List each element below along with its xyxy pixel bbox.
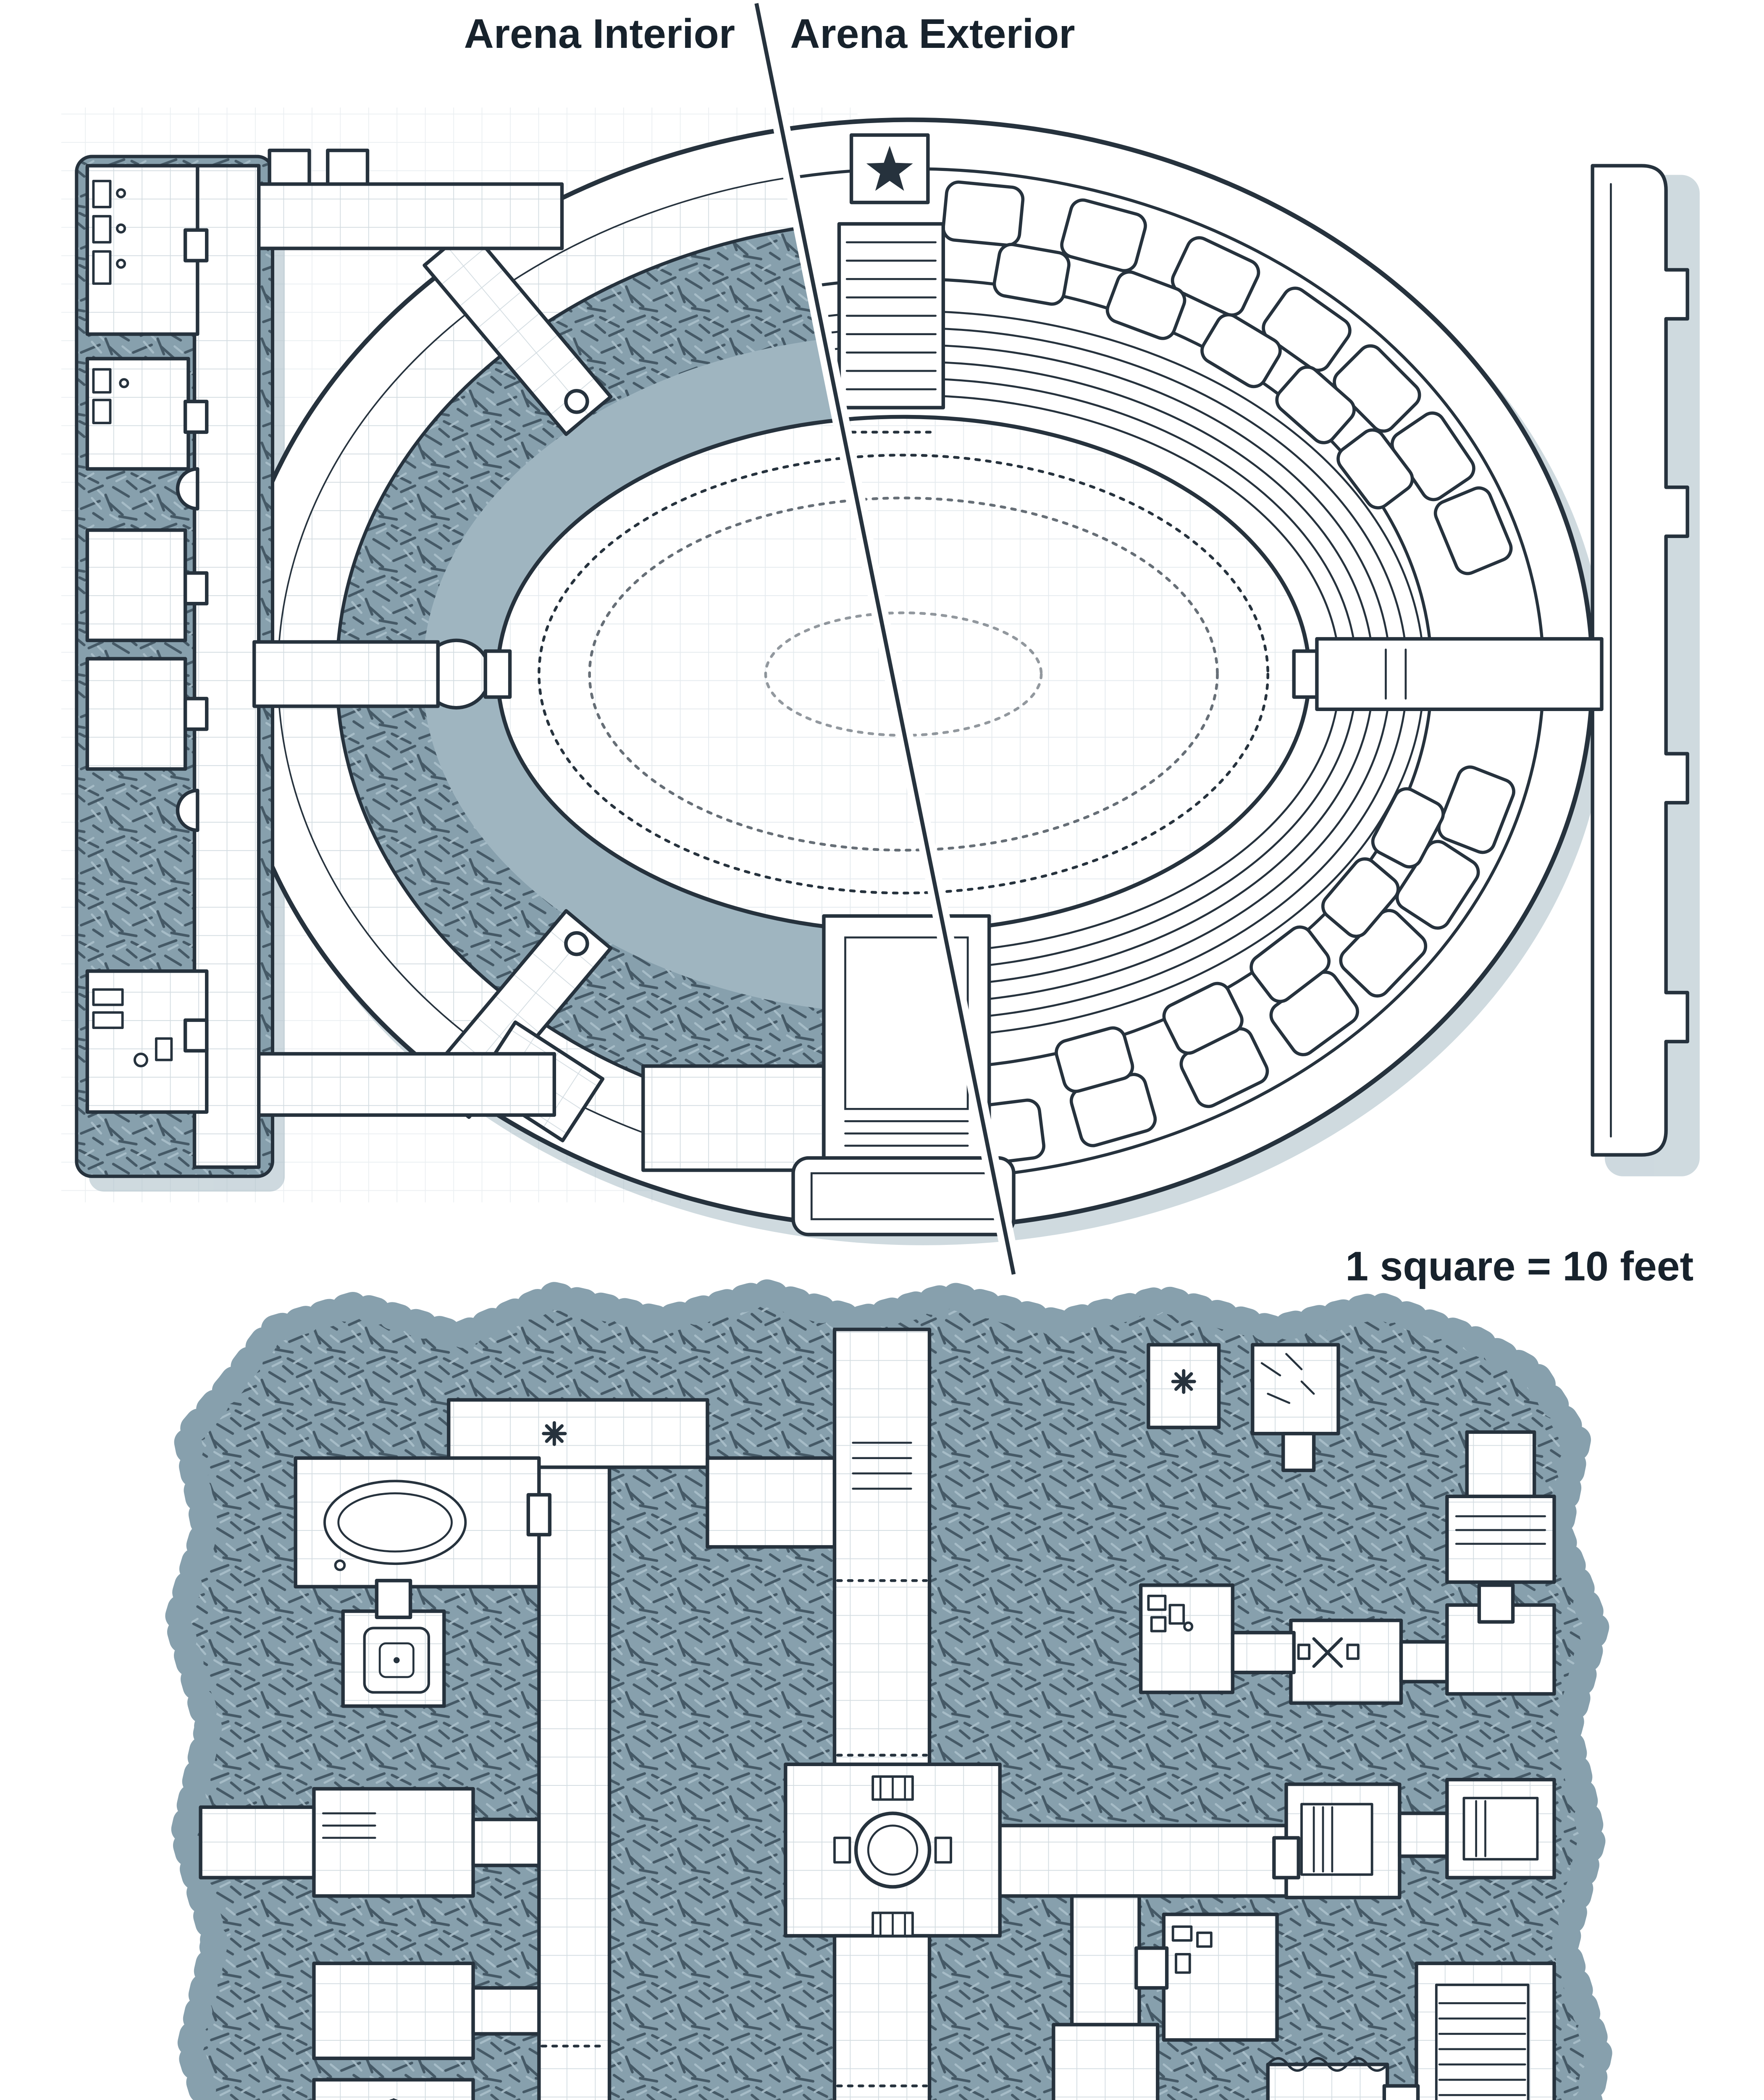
floor-gate-east xyxy=(1292,649,1320,699)
x-table-icon xyxy=(1297,1637,1360,1668)
dungeon-doors xyxy=(375,1432,1515,2100)
well-icon xyxy=(833,1775,952,1937)
arena-interior-label: Arena Interior xyxy=(464,10,735,57)
entrance-star-icon xyxy=(866,146,913,191)
squiggle-edge xyxy=(1266,2057,1389,2072)
scale-note: 1 square = 10 feet xyxy=(1345,1243,1693,1289)
grand-entrance xyxy=(837,133,945,434)
floor-gate-west xyxy=(483,649,512,699)
west-annex xyxy=(75,148,564,1178)
benches xyxy=(322,1441,1546,1839)
pool-icon xyxy=(323,1480,467,1571)
wall-niche xyxy=(176,467,200,511)
wall-niche xyxy=(176,788,200,832)
crates xyxy=(1147,1594,1213,1974)
south-structures xyxy=(641,914,1016,1236)
asterisk-icon xyxy=(542,1369,1196,1446)
arena-seating-boxes xyxy=(942,180,1515,1166)
east-entrance xyxy=(1315,637,1604,711)
dungeon-level-map xyxy=(164,1279,1613,2100)
east-wall xyxy=(1315,164,1689,1157)
divider-line xyxy=(748,2,1022,1276)
spiral-rug-icon xyxy=(363,1627,430,1694)
annex-doors xyxy=(183,228,209,1053)
thresholds xyxy=(472,1579,928,2087)
bed-icon xyxy=(1300,1797,1539,1876)
bunk-icon xyxy=(1435,1983,1530,2100)
arena-level-map xyxy=(61,2,1700,1276)
arena-exterior-label: Arena Exterior xyxy=(790,10,1075,57)
dungeon-features xyxy=(322,1353,1546,2100)
annex-furniture xyxy=(92,180,173,1068)
arena-floor xyxy=(496,415,1311,934)
rubble xyxy=(1260,1353,1315,1404)
